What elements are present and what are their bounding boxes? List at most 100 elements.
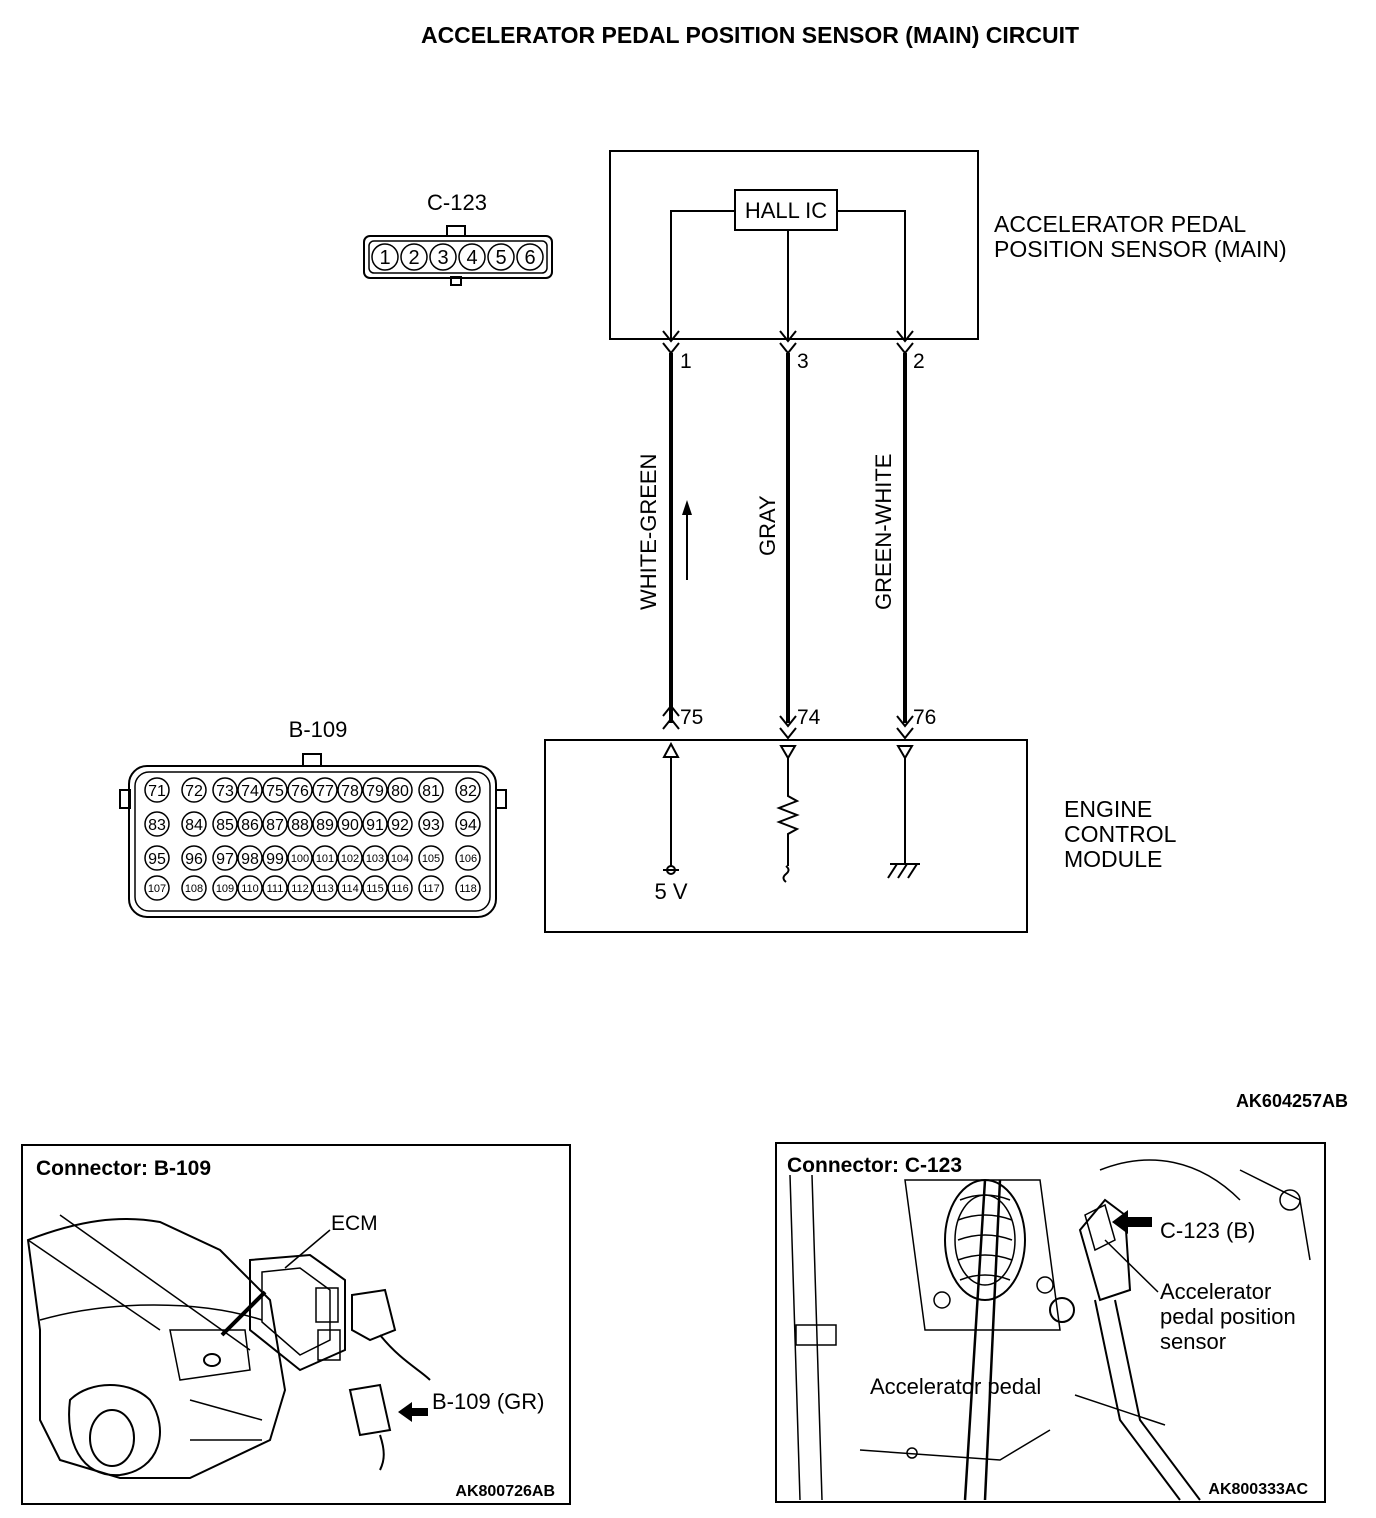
connector-pin-number: 72 <box>185 783 203 800</box>
panel-right-title: Connector: C-123 <box>787 1154 962 1177</box>
connector-pin-cavity <box>337 811 363 837</box>
connector-pin-number: 83 <box>148 817 166 834</box>
ecm-label-line1: ENGINE <box>1064 796 1152 822</box>
ecm-supply-voltage: 5 V <box>654 879 687 904</box>
connector-pin-number: 3 <box>437 247 448 269</box>
connector-pin-cavity <box>212 875 238 901</box>
connector-pin-cavity <box>455 875 481 901</box>
wire-color-white-green: WHITE-GREEN <box>636 454 661 610</box>
connector-pin-number: 104 <box>391 853 409 865</box>
connector-pin-cavity <box>312 845 338 871</box>
connector-pin-number: 116 <box>391 883 409 895</box>
connector-pin-cavity <box>312 811 338 837</box>
connector-pin-number: 110 <box>241 883 259 895</box>
connector-pin-cavity <box>181 777 207 803</box>
connector-pin-cavity <box>181 811 207 837</box>
connector-pin-cavity <box>212 845 238 871</box>
connector-pin-number: 82 <box>459 783 477 800</box>
connector-pin-number: 91 <box>366 817 384 834</box>
panel-right-sensor-line2: pedal position <box>1160 1304 1296 1329</box>
connector-pin-cavity <box>237 875 263 901</box>
connector-c123-name: C-123 <box>427 190 487 215</box>
connector-pin-number: 107 <box>148 883 166 895</box>
wire-color-green-white: GREEN-WHITE <box>871 454 896 610</box>
figure-code: AK604257AB <box>1236 1091 1348 1111</box>
panel-left-code: AK800726AB <box>455 1483 555 1500</box>
connector-pin-cavity <box>287 811 313 837</box>
sensor-label-line1: ACCELERATOR PEDAL <box>994 211 1246 237</box>
connector-pin-cavity <box>181 875 207 901</box>
connector-pin-cavity <box>362 875 388 901</box>
panel-right-sensor-line3: sensor <box>1160 1329 1226 1354</box>
ecm-pin-75: 75 <box>680 706 703 729</box>
connector-pin-cavity <box>262 845 288 871</box>
connector-pin-number: 90 <box>341 817 359 834</box>
connector-pin-cavity <box>516 243 544 271</box>
connector-pin-number: 99 <box>266 851 284 868</box>
sensor-pin-3: 3 <box>797 350 809 373</box>
connector-pin-number: 94 <box>459 817 477 834</box>
ecm-module-illustration <box>249 1253 431 1471</box>
connector-pin-cavity <box>262 875 288 901</box>
connector-b109-face <box>119 753 507 918</box>
connector-pin-number: 6 <box>524 247 535 269</box>
connector-pin-cavity <box>312 875 338 901</box>
connector-pin-cavity <box>418 845 444 871</box>
connector-pin-number: 92 <box>391 817 409 834</box>
sensor-pin-1: 1 <box>680 350 692 373</box>
pedal-assembly-illustration <box>789 1159 1311 1501</box>
ecm-block <box>544 739 1028 933</box>
connector-pin-cavity <box>287 845 313 871</box>
connector-pin-number: 114 <box>341 883 359 895</box>
connector-pin-number: 1 <box>379 247 390 269</box>
connector-c123-location-panel <box>775 1142 1326 1503</box>
connector-pin-number: 115 <box>366 883 384 895</box>
connector-pin-cavity <box>387 875 413 901</box>
connector-pin-cavity <box>418 811 444 837</box>
connector-c123-face <box>363 225 553 286</box>
harness-wires <box>669 353 907 723</box>
diagram-title: ACCELERATOR PEDAL POSITION SENSOR (MAIN)… <box>421 22 1079 48</box>
connector-pin-number: 98 <box>241 851 259 868</box>
connector-pin-number: 85 <box>216 817 234 834</box>
connector-pin-number: 109 <box>216 883 234 895</box>
connector-pin-cavity <box>429 243 457 271</box>
connector-pin-number: 96 <box>185 851 203 868</box>
connector-pin-cavity <box>212 811 238 837</box>
connector-pin-number: 95 <box>148 851 166 868</box>
panel-right-connector-label: C-123 (B) <box>1160 1218 1255 1243</box>
connector-pin-number: 86 <box>241 817 259 834</box>
connector-pin-cavity <box>237 811 263 837</box>
connector-pin-number: 89 <box>316 817 334 834</box>
connector-pin-number: 74 <box>241 783 259 800</box>
panel-right-sensor-line1: Accelerator <box>1160 1279 1271 1304</box>
panel-left-connector-label: B-109 (GR) <box>432 1389 544 1414</box>
connector-pin-cavity <box>212 777 238 803</box>
connector-pin-cavity <box>237 777 263 803</box>
connector-pin-cavity <box>458 243 486 271</box>
connector-pin-cavity <box>144 875 170 901</box>
connector-pin-cavity <box>418 777 444 803</box>
wire-color-gray: GRAY <box>755 495 780 556</box>
connector-pin-number: 79 <box>366 783 384 800</box>
connector-pin-cavity <box>362 811 388 837</box>
connector-pin-number: 75 <box>266 783 284 800</box>
connector-pin-number: 106 <box>459 853 477 865</box>
connector-pin-cavity <box>362 845 388 871</box>
connector-pin-cavity <box>387 777 413 803</box>
connector-pointer-arrow-icon <box>1112 1210 1152 1234</box>
connector-pin-cavity <box>387 845 413 871</box>
connector-pin-cavity <box>262 777 288 803</box>
connector-pin-cavity <box>387 811 413 837</box>
connector-pin-number: 97 <box>216 851 234 868</box>
ecm-pin-74: 74 <box>797 706 821 729</box>
panel-right-code: AK800333AC <box>1208 1481 1308 1498</box>
connector-pin-cavity <box>237 845 263 871</box>
connector-pin-number: 88 <box>291 817 309 834</box>
connector-pin-number: 100 <box>291 853 309 865</box>
panel-left-title: Connector: B-109 <box>36 1157 211 1180</box>
connector-pin-cavity <box>181 845 207 871</box>
connector-pin-number: 117 <box>422 883 440 895</box>
